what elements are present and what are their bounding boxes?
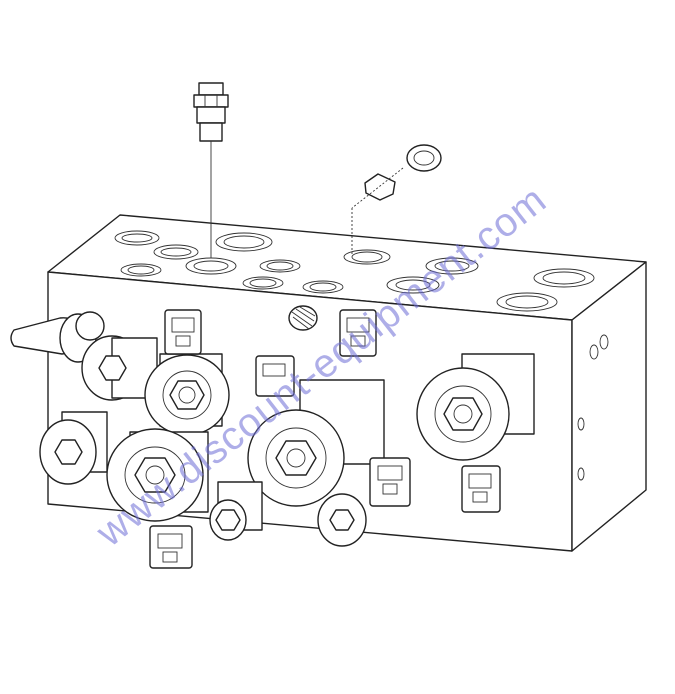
connector-5 (461, 465, 501, 513)
side-ports (577, 334, 609, 481)
top-ports (114, 230, 595, 312)
cartridge-left-lower (39, 411, 108, 485)
solenoid-coil-3 (247, 379, 385, 507)
connector-1 (164, 309, 202, 355)
threaded-port (288, 305, 318, 331)
connector-2 (339, 309, 377, 357)
cartridge-bottom (209, 481, 263, 541)
cartridge-bottom-right (317, 493, 367, 547)
solenoid-coil-2 (106, 428, 209, 522)
plug-top (351, 144, 442, 254)
solenoid-coil-1 (144, 353, 230, 436)
solenoid-coil-4 (416, 353, 535, 461)
connector-6 (149, 525, 193, 569)
connector-3 (255, 355, 295, 397)
connector-4 (369, 457, 411, 507)
fitting-top (193, 82, 229, 258)
